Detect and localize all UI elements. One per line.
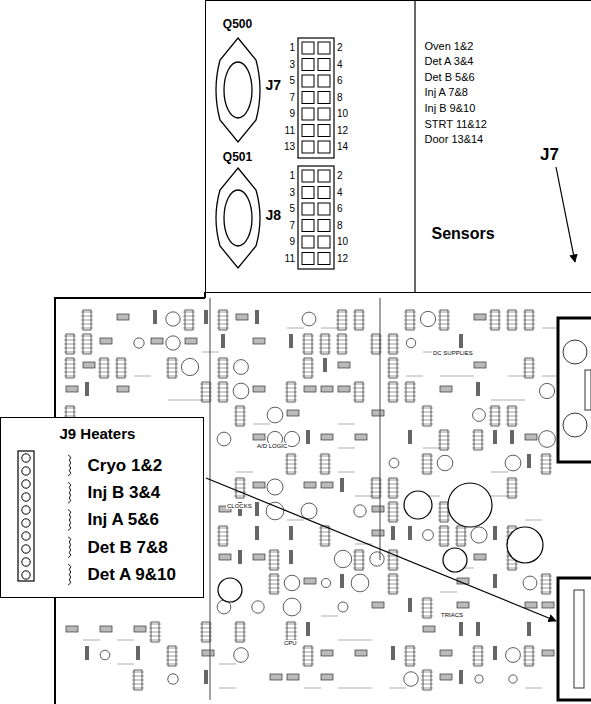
sensor-pin-name: Det A 3&4	[425, 56, 474, 67]
connector-label: J8	[266, 208, 282, 222]
sensor-pin-name: Oven 1&2	[425, 41, 474, 52]
section-heading: Sensors	[432, 226, 495, 242]
pin-number: 14	[337, 142, 348, 152]
sensor-pin-name: Det B 5&6	[425, 72, 475, 83]
heater-pin-name: Inj B 3&4	[88, 484, 161, 501]
heater-connector	[18, 451, 71, 585]
pin-number: 6	[337, 204, 343, 214]
transistor-label: Q500	[223, 18, 252, 30]
pin-number: 8	[337, 93, 343, 103]
pin-number: 1	[270, 171, 295, 181]
heater-pin-name: Det A 9&10	[88, 566, 177, 583]
pin-number: 12	[337, 254, 348, 264]
callout-label: J7	[540, 146, 559, 163]
heater-pin-name: Det B 7&8	[88, 539, 168, 556]
section-heading: J9 Heaters	[60, 426, 136, 441]
heaters-inset: J9 HeatersCryo 1&2Inj B 3&4Inj A 5&6Det …	[0, 417, 204, 598]
transistor-outline	[216, 168, 260, 268]
pin-number: 4	[337, 60, 343, 70]
heater-pin-name: Cryo 1&2	[88, 457, 163, 474]
board-components	[64, 298, 559, 700]
pin-number: 13	[270, 142, 295, 152]
sensor-pin-name: Inj B 9&10	[425, 103, 476, 114]
sensor-pin-name: STRT 11&12	[425, 119, 487, 130]
pin-number: 6	[337, 76, 343, 86]
transistor-label: Q501	[223, 151, 252, 163]
pin-number: 2	[337, 171, 343, 181]
sensor-pin-name: Door 13&14	[425, 134, 484, 145]
pin-number: 11	[270, 126, 295, 136]
connector-label: J7	[266, 78, 282, 92]
pin-number: 3	[270, 188, 295, 198]
j9-board-connector	[558, 578, 591, 700]
board-section-label: CLOCKS	[226, 503, 253, 509]
pin-number: 5	[270, 76, 295, 86]
leader-lines	[206, 167, 575, 621]
board-section-label: TRIACS	[440, 612, 464, 618]
pin-number: 4	[337, 188, 343, 198]
header-pins	[302, 42, 330, 265]
pin-number: 9	[270, 237, 295, 247]
pin-number: 11	[270, 254, 295, 264]
pin-number: 10	[337, 109, 348, 119]
pin-number: 8	[337, 221, 343, 231]
board-section-label: DC SUPPLIES	[432, 350, 474, 356]
pin-header	[298, 38, 334, 158]
leader-arrow	[556, 167, 575, 262]
sensor-pin-name: Inj A 7&8	[425, 87, 468, 98]
board-section-label: CPU	[283, 640, 298, 646]
transistor-outline	[216, 38, 260, 142]
pin-number: 1	[270, 43, 295, 53]
pin-number: 3	[270, 60, 295, 70]
pin-number: 5	[270, 204, 295, 214]
pin-number: 7	[270, 93, 295, 103]
heater-pin-name: Inj A 5&6	[88, 511, 159, 528]
sensors-inset: Q500J7Q501J8Oven 1&2Det A 3&4Det B 5&6In…	[205, 0, 591, 293]
board-section-label: A/D LOGIC	[256, 443, 288, 449]
pin-number: 2	[337, 43, 343, 53]
leader-arrow	[206, 478, 556, 621]
pin-number: 7	[270, 221, 295, 231]
pin-number: 9	[270, 109, 295, 119]
pin-number: 10	[337, 237, 348, 247]
pin-header	[298, 166, 334, 269]
inset-divider	[414, 0, 415, 292]
j7-board-connector	[558, 318, 591, 462]
pin-number: 12	[337, 126, 348, 136]
